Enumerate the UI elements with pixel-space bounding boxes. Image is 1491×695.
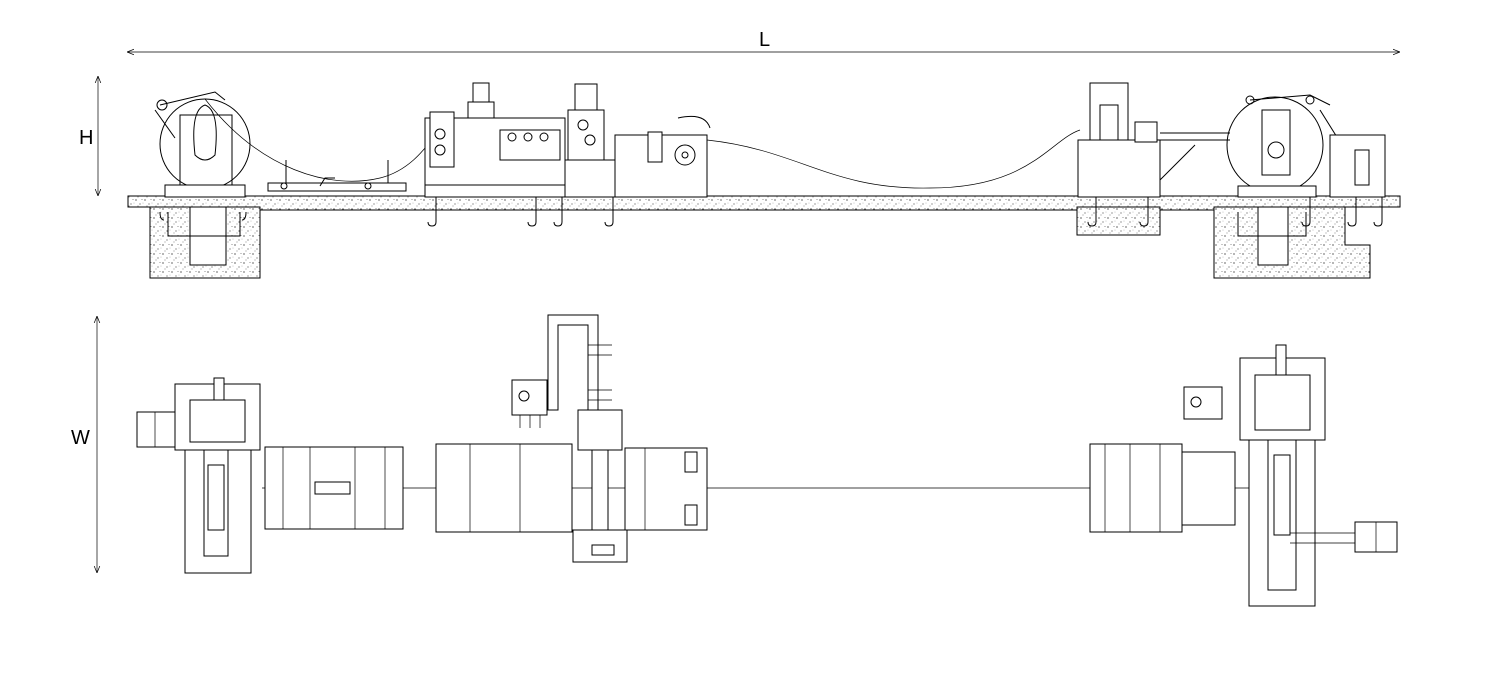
plan-slitter: [1089, 443, 1236, 533]
press-unit: [614, 115, 711, 198]
height-label: H: [79, 127, 93, 149]
plan-guide-table: [264, 446, 404, 530]
slitter-unit: [1077, 82, 1230, 198]
plan-uncoiler-left: [136, 377, 261, 574]
guide-table: [267, 160, 407, 192]
length-dimension: L: [127, 29, 1400, 52]
width-dimension: W: [71, 316, 97, 573]
foundation-pit-right: [1213, 206, 1371, 279]
plan-shear: [547, 314, 628, 563]
strip-loop: [706, 129, 1081, 189]
plan-view: [136, 314, 1398, 607]
plan-press: [624, 447, 708, 531]
straightener-feeder: [424, 82, 616, 198]
floor-slab: [127, 195, 1401, 211]
plan-recoiler-right: [1183, 344, 1398, 607]
recoiler-right: [1226, 94, 1386, 237]
height-dimension: H: [79, 76, 98, 196]
side-elevation: [127, 82, 1401, 279]
plan-straightener: [435, 379, 573, 533]
foundation-pit-mid: [1076, 206, 1161, 236]
width-label: W: [71, 427, 90, 449]
anchor-hooks: [427, 197, 1383, 227]
strip-path-1: [204, 98, 446, 182]
length-label: L: [759, 29, 770, 51]
